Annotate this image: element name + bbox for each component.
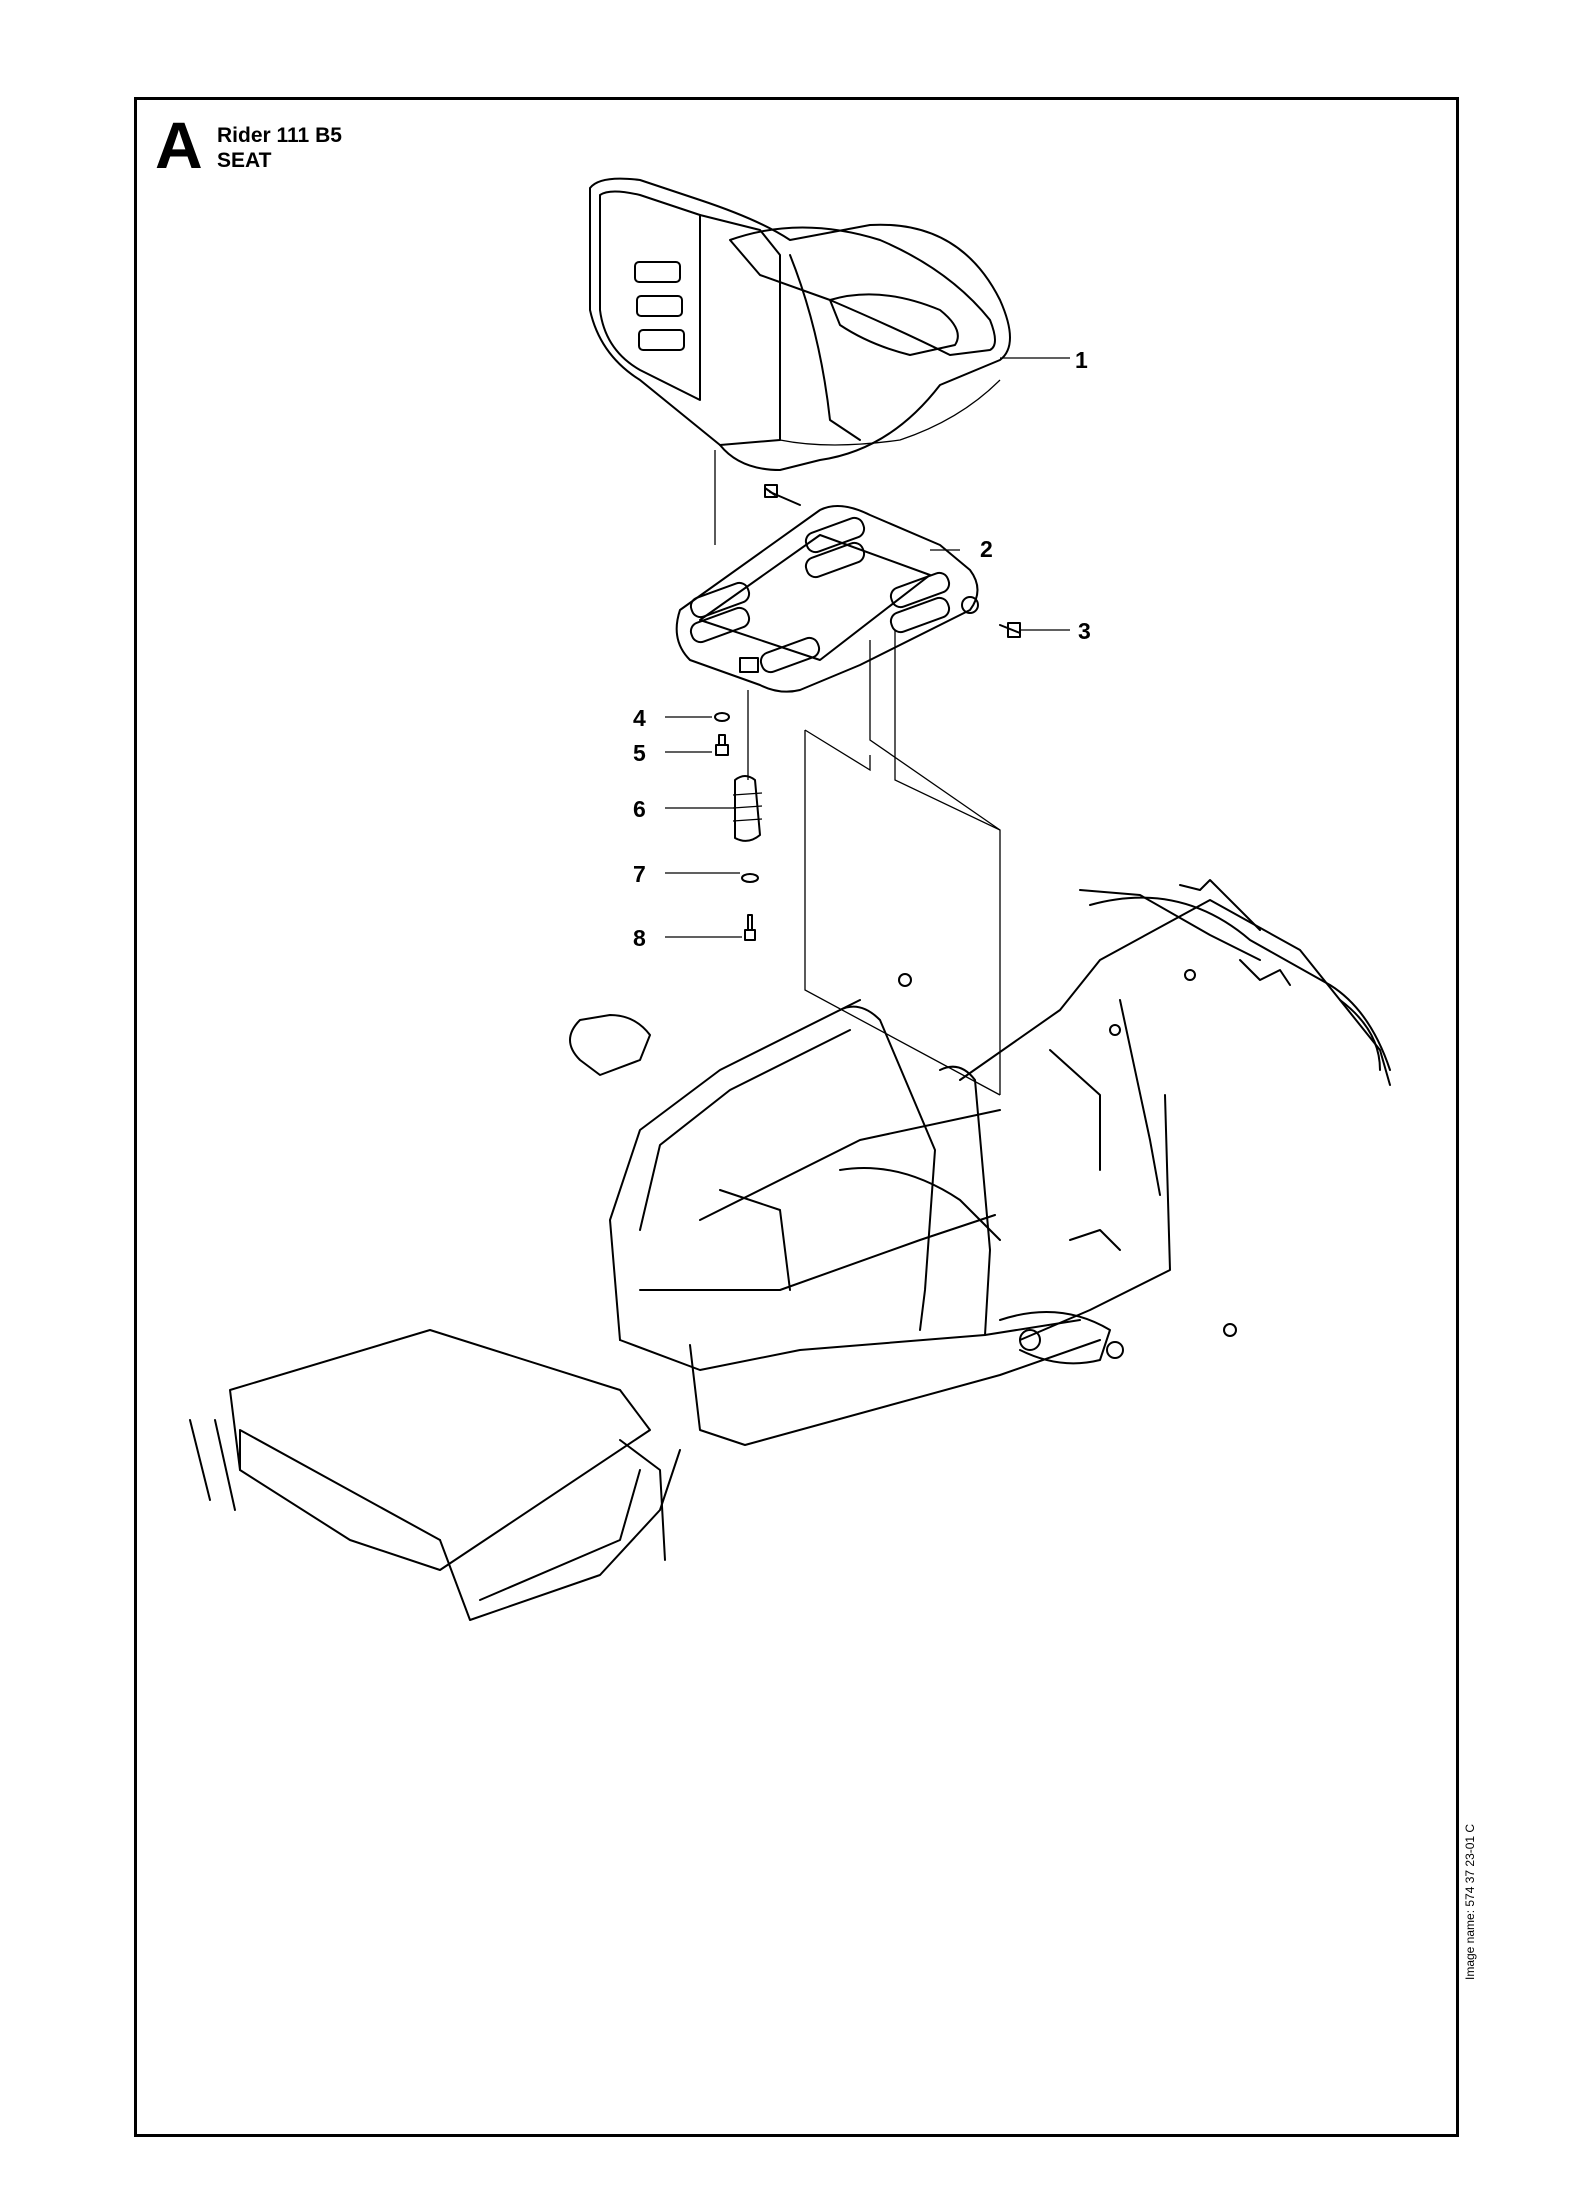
callout-3: 3 (1078, 618, 1091, 644)
seat-part (589, 177, 1011, 471)
callout-2: 2 (980, 536, 993, 562)
model-title: Rider 111 B5 (217, 124, 342, 147)
section-title: SEAT (217, 149, 272, 172)
callout-4: 4 (633, 705, 646, 731)
callout-labels: 1 2 3 4 5 6 7 8 (633, 347, 1091, 951)
chassis-frame-part (189, 879, 1391, 1621)
callout-5: 5 (633, 740, 646, 766)
alignment-lines (714, 450, 1001, 1096)
seat-plate-part (675, 484, 1021, 693)
section-letter: A (155, 108, 203, 182)
diagram-frame (134, 97, 1459, 2137)
hardware-parts (714, 690, 763, 941)
callout-1: 1 (1075, 347, 1088, 373)
callout-6: 6 (633, 796, 646, 822)
leader-lines (665, 357, 1070, 938)
callout-8: 8 (633, 925, 646, 951)
callout-7: 7 (633, 861, 646, 887)
